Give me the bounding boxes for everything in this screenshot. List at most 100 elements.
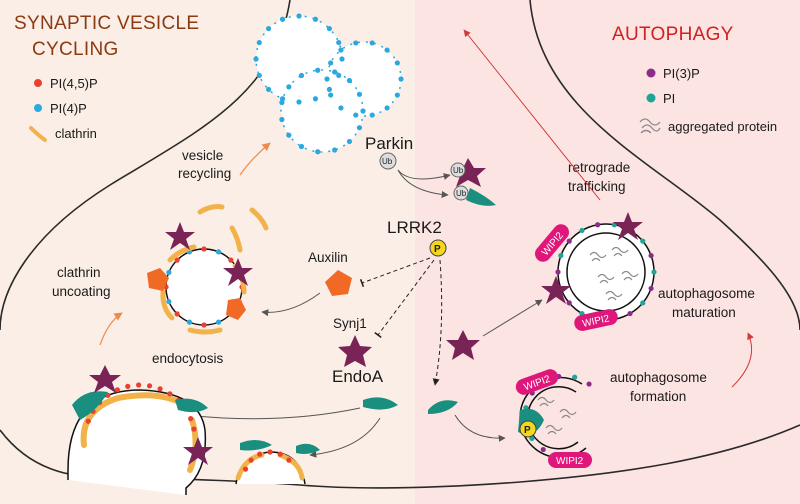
lipid-dot [312,16,319,22]
lipid-dot [298,143,305,150]
lipid-dot [332,147,338,153]
endoA-to-endocytosis-arrow [184,407,361,420]
endoA-icon-1 [363,397,398,410]
lrrk2-inhibit-synj1 [374,259,435,339]
lipid-dot [248,457,254,463]
aggregated-protein-icon [639,118,661,134]
lipid-dot [256,39,262,46]
lipid-dot [286,84,292,90]
lrrk2-label: LRRK2 [387,218,442,237]
endoA-label: EndoA [332,367,384,386]
svg-text:WIPI2: WIPI2 [556,456,584,467]
lipid-dot [328,92,334,98]
legend-label-pi: PI [663,91,675,106]
legend-label-pi3p: PI(3)P [663,66,700,81]
clathrin-icon [29,126,47,142]
lipid-dot [648,252,654,259]
svg-text:P: P [524,425,531,436]
lipid-dot [332,69,338,75]
lipid-dot [312,96,319,102]
legend-label-clathrin: clathrin [55,126,97,141]
lipid-dot [558,252,564,259]
lipid-dot [174,311,180,317]
lipid-dot [579,227,585,234]
lipid-dot [167,391,173,397]
formation-label-1: autophagosome [610,370,707,385]
lipid-dot [338,47,344,53]
endocytosis-label: endocytosis [152,351,224,366]
lipid-dot [146,383,153,389]
parkin-label: Parkin [365,134,413,153]
lipid-dot [215,319,222,325]
mature-autophagosome: WIPI2 WIPI2 [535,212,657,331]
parkin-arrow-2 [397,169,449,198]
lipid-dot [326,86,333,93]
lipid-dot [191,426,197,432]
lipid-dot [627,310,633,317]
formation-label-2: formation [630,389,686,404]
retrograde-label-1: retrograde [568,160,630,175]
lipid-dot [328,60,334,66]
lipid-dot [85,418,91,424]
legend-left: PI(4,5)P PI(4)P clathrin [29,76,98,142]
lrrk2-inhibit-auxilin [359,257,431,288]
lipid-dot [640,238,646,244]
legend-label-aggregated: aggregated protein [668,119,777,134]
lipid-dot [595,222,601,228]
lipid-dot [186,319,193,325]
red-dot-icon [34,79,42,87]
lipid-dot [315,149,321,155]
free-star-icon [446,330,480,360]
lipid-dot [566,238,572,244]
lipid-dot [265,25,272,32]
lipid-dot [188,416,194,422]
lipid-dot [286,457,292,463]
clathrin-uncoating-label-1: clathrin [57,265,101,280]
lipid-dot [346,138,353,145]
lipid-dot [166,298,172,305]
lipid-dot [157,386,163,392]
vesicle-recycling-label-1: vesicle [182,148,223,163]
svg-text:Ub: Ub [382,157,393,166]
retrograde-label-2: trafficking [568,179,626,194]
endoA-to-autophagy-arrow [454,414,506,442]
lipid-dot [572,374,578,380]
endoA-icon-2 [428,400,458,414]
lipid-dot [279,99,285,106]
lipid-dot [566,300,572,306]
lipid-dot [256,72,262,79]
lipid-dot [356,125,363,131]
parkin-ub-icon: Ub [379,152,397,170]
lipid-dot [338,105,344,111]
lrrk2-phospho-icon: P [429,239,447,257]
lipid-dot [336,39,342,46]
lipid-dot [114,387,120,393]
lipid-dot [640,300,646,306]
teal-dot-icon [646,93,656,103]
lipid-dot [279,116,285,123]
lipid-dot [215,249,222,255]
legend-label-pi4p: PI(4)P [50,101,87,116]
loose-clathrin [197,204,269,253]
lipid-dot [298,72,305,79]
lipid-dot [336,72,342,79]
lipid-dot [267,449,273,455]
maturation-label-2: maturation [672,305,736,320]
maturation-label-1: autophagosome [658,286,755,301]
lipid-dot [286,132,292,138]
lipid-dot [346,77,353,84]
ubiquitinated-endoA-icon: Ub [453,185,496,206]
lipid-dot [136,382,142,388]
bottom-pit [235,439,320,485]
lipid-dot [296,13,302,19]
lipid-dot [242,466,249,472]
endoA-to-bottom-arrow [309,417,381,458]
title-left-line2: CYCLING [32,39,119,60]
parkin-arrow-1 [397,169,451,180]
legend-right: PI(3)P PI aggregated protein [639,66,777,134]
lipid-dot [394,60,400,66]
lipid-dot [353,112,359,118]
lipid-dot [296,99,302,105]
